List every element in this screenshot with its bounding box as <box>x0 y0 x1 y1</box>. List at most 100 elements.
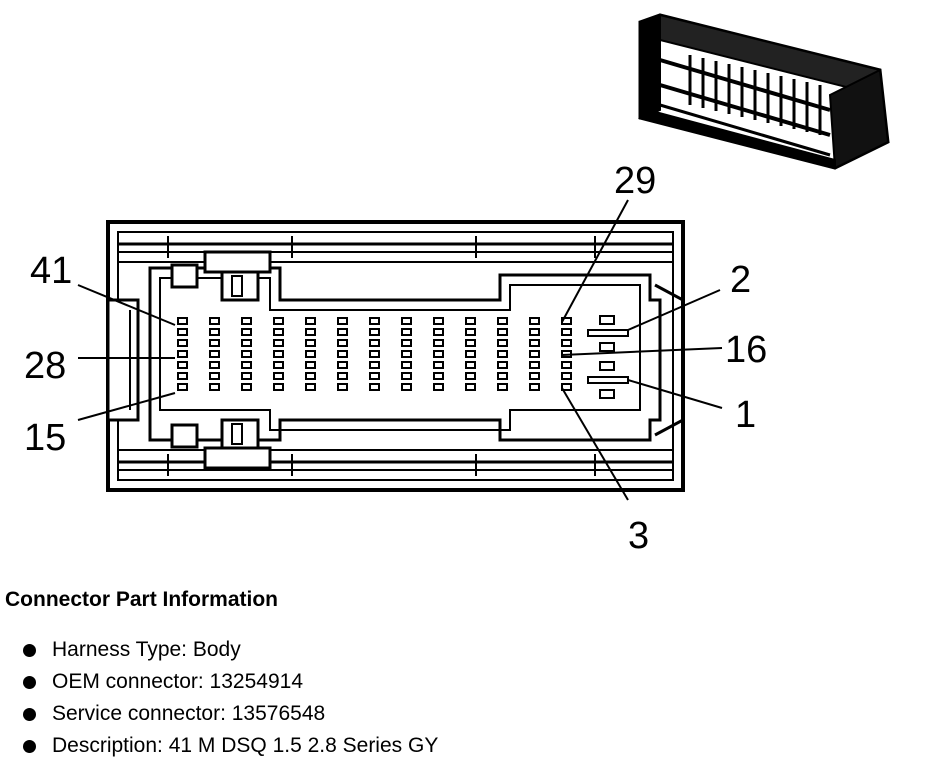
terminal-cavity <box>561 372 572 380</box>
terminal-cavity <box>561 361 572 369</box>
terminal-cavity <box>561 383 572 391</box>
terminal-cavity <box>465 383 476 391</box>
pin-label-15: 15 <box>24 417 66 459</box>
terminal-cavity <box>241 339 252 347</box>
bullet-icon <box>23 707 36 721</box>
pin-label-3: 3 <box>628 515 649 557</box>
terminal-cavity <box>177 328 188 336</box>
terminal-cavity <box>177 361 188 369</box>
pin-label-29: 29 <box>614 160 656 202</box>
terminal-cavity <box>497 350 508 358</box>
terminal-cavity <box>177 317 188 325</box>
terminal-cavity <box>369 328 380 336</box>
terminal-cavity <box>273 317 284 325</box>
terminal-cavity <box>209 339 220 347</box>
terminal-cavity <box>209 350 220 358</box>
info-title: Connector Part Information <box>5 588 279 611</box>
terminal-cavity <box>241 350 252 358</box>
terminal-cavity <box>177 350 188 358</box>
pin-label-28: 28 <box>24 345 66 387</box>
terminal-cavity <box>273 339 284 347</box>
terminal-cavity <box>305 328 316 336</box>
terminal-cavity <box>177 339 188 347</box>
terminal-cavity <box>401 328 412 336</box>
terminal-cavity <box>401 339 412 347</box>
terminal-cavity <box>337 328 348 336</box>
terminal-cavity <box>433 372 444 380</box>
info-item-harness-type: Harness Type: Body <box>23 634 905 666</box>
terminal-cavity <box>305 317 316 325</box>
terminal-cavity <box>369 350 380 358</box>
terminal-cavity <box>241 328 252 336</box>
terminal-cavity <box>177 372 188 380</box>
terminal-cavity <box>337 350 348 358</box>
terminal-cavity <box>401 350 412 358</box>
pin-label-1: 1 <box>735 394 756 436</box>
terminal-cavity <box>401 383 412 391</box>
bullet-icon <box>23 739 36 753</box>
info-item-label: Description: 41 M DSQ 1.5 2.8 Series GY <box>52 734 439 757</box>
terminal-cavity <box>305 361 316 369</box>
terminal-cavity <box>337 372 348 380</box>
terminal-cavity <box>337 383 348 391</box>
terminal-cavity <box>561 328 572 336</box>
terminal-cavity <box>305 350 316 358</box>
info-item-service-connector: Service connector: 13576548 <box>23 698 905 730</box>
terminal-cavity <box>305 339 316 347</box>
pin-label-16: 16 <box>725 329 767 371</box>
terminal-cavity <box>433 317 444 325</box>
terminal-cavity <box>465 339 476 347</box>
pin-label-41: 41 <box>30 250 72 292</box>
terminal-cavity <box>465 372 476 380</box>
info-item-label: Service connector: 13576548 <box>52 702 326 725</box>
terminal-cavity <box>497 361 508 369</box>
terminal-cavity <box>305 383 316 391</box>
info-item-label: Harness Type: Body <box>52 638 241 661</box>
terminal-cavity <box>433 339 444 347</box>
terminal-cavity <box>497 383 508 391</box>
terminal-cavity <box>465 361 476 369</box>
terminal-cavity <box>561 339 572 347</box>
terminal-cavity <box>305 372 316 380</box>
terminal-cavity <box>529 350 540 358</box>
connector-part-information: Connector Part Information Harness Type:… <box>5 588 905 762</box>
terminal-cavity <box>401 372 412 380</box>
terminal-cavity <box>209 317 220 325</box>
terminal-cavity <box>337 339 348 347</box>
terminal-cavity <box>433 328 444 336</box>
info-item-description: Description: 41 M DSQ 1.5 2.8 Series GY <box>23 730 905 762</box>
terminal-cavity <box>369 361 380 369</box>
terminal-cavity <box>177 383 188 391</box>
terminal-cavity <box>209 361 220 369</box>
terminal-cavity <box>209 383 220 391</box>
terminal-cavity <box>433 361 444 369</box>
bullet-icon <box>23 643 36 657</box>
terminal-cavity <box>497 317 508 325</box>
terminal-cavity <box>401 317 412 325</box>
terminal-cavity <box>401 361 412 369</box>
terminal-cavity <box>369 339 380 347</box>
terminal-cavity <box>369 317 380 325</box>
terminal-cavity <box>273 350 284 358</box>
terminal-cavity <box>369 383 380 391</box>
terminal-cavity <box>241 383 252 391</box>
terminal-cavity <box>241 361 252 369</box>
terminal-cavity <box>273 372 284 380</box>
terminal-cavity <box>497 372 508 380</box>
connector-face <box>106 220 685 492</box>
terminal-cavity <box>529 372 540 380</box>
connector-3d-view <box>638 13 890 170</box>
terminal-cavity <box>273 383 284 391</box>
terminal-cavity <box>529 328 540 336</box>
terminal-cavity <box>209 372 220 380</box>
terminal-cavity <box>497 339 508 347</box>
terminal-cavity <box>465 328 476 336</box>
terminal-cavity <box>529 383 540 391</box>
pin-label-2: 2 <box>730 259 751 301</box>
terminal-cavity <box>465 317 476 325</box>
terminal-cavity <box>433 350 444 358</box>
info-item-oem-connector: OEM connector: 13254914 <box>23 666 905 698</box>
info-item-label: OEM connector: 13254914 <box>52 670 303 693</box>
terminal-cavity <box>241 372 252 380</box>
terminal-cavity <box>241 317 252 325</box>
